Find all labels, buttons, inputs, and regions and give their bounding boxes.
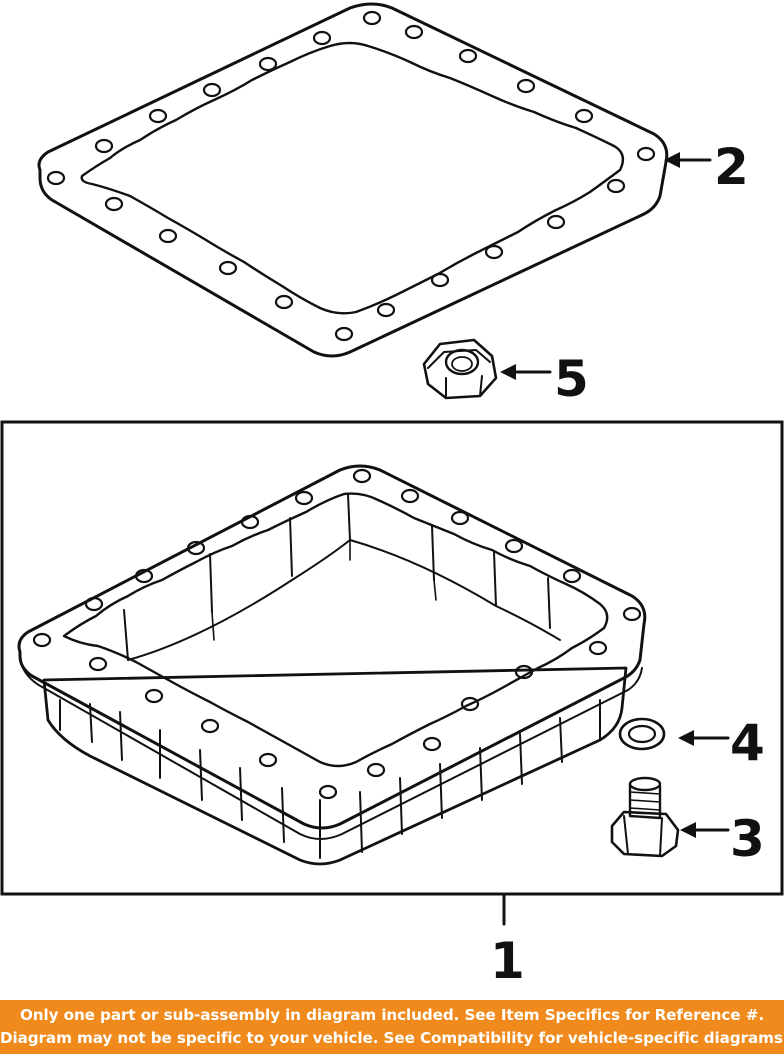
callout-2-arrow	[664, 152, 712, 168]
notice-line-1: Only one part or sub-assembly in diagram…	[20, 1006, 764, 1024]
notice-banner: Only one part or sub-assembly in diagram…	[0, 1000, 784, 1054]
assembly-frame	[0, 420, 784, 896]
notice-line-2: Diagram may not be specific to your vehi…	[0, 1029, 784, 1047]
callout-3-label: 3	[730, 810, 765, 868]
callout-1-label: 1	[490, 932, 525, 990]
oil-pan	[17, 464, 647, 866]
gasket	[37, 2, 669, 358]
callout-2-label: 2	[714, 138, 749, 196]
callout-5-label: 5	[554, 350, 589, 408]
parts-diagram: 2 5	[0, 2, 784, 990]
drain-plug	[610, 776, 680, 858]
washer	[618, 717, 666, 751]
callout-4-label: 4	[730, 714, 765, 772]
callout-4-arrow	[678, 730, 730, 746]
nut	[422, 338, 498, 400]
callout-5-arrow	[500, 364, 552, 380]
callout-3-arrow	[680, 822, 730, 838]
